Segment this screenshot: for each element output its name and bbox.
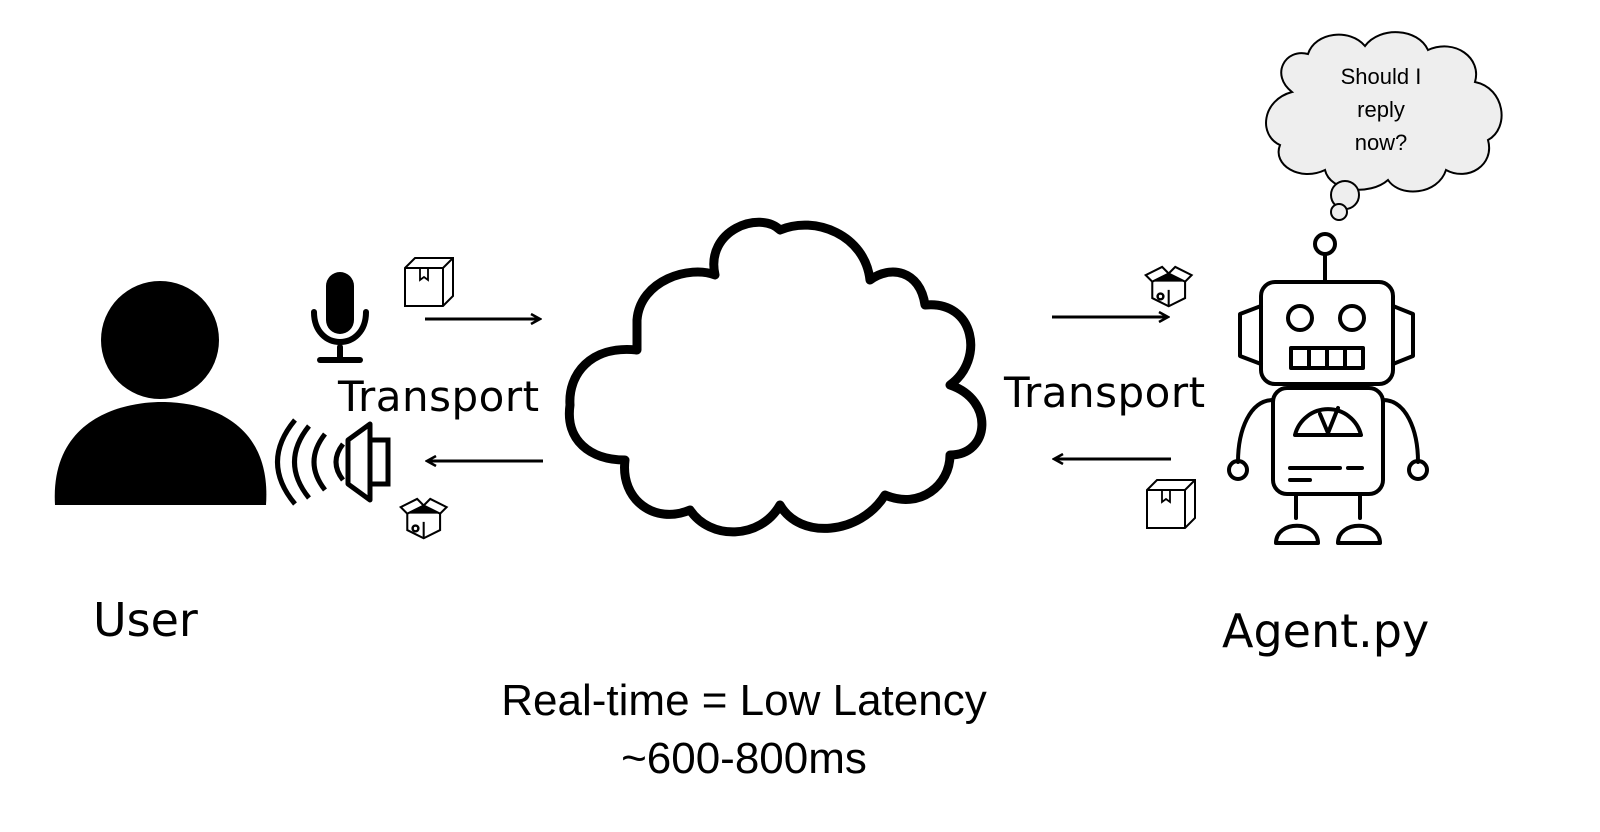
robot-icon <box>1227 232 1429 545</box>
transport-label-left: Transport <box>338 372 540 421</box>
user-label: User <box>93 593 198 647</box>
latency-title: Real-time = Low Latency <box>501 676 987 725</box>
transport-label-right: Transport <box>1004 368 1206 417</box>
packet-open-icon <box>1144 265 1193 308</box>
latency-value: ~600-800ms <box>621 734 867 783</box>
user-icon <box>54 281 267 505</box>
thought-line: Should I <box>1340 64 1422 89</box>
cloud-icon <box>564 217 987 537</box>
agent-label: Agent.py <box>1222 604 1430 658</box>
microphone-icon <box>311 272 369 363</box>
thought-line: now? <box>1354 130 1408 155</box>
packet-closed-icon <box>404 257 454 307</box>
thought-text: Should I reply now? <box>1316 60 1446 159</box>
thought-line: reply <box>1357 97 1405 122</box>
thought-bubble-icon <box>1265 31 1503 221</box>
packet-closed-icon <box>1146 479 1196 529</box>
packet-open-icon <box>399 497 448 540</box>
speaker-icon <box>275 418 391 506</box>
